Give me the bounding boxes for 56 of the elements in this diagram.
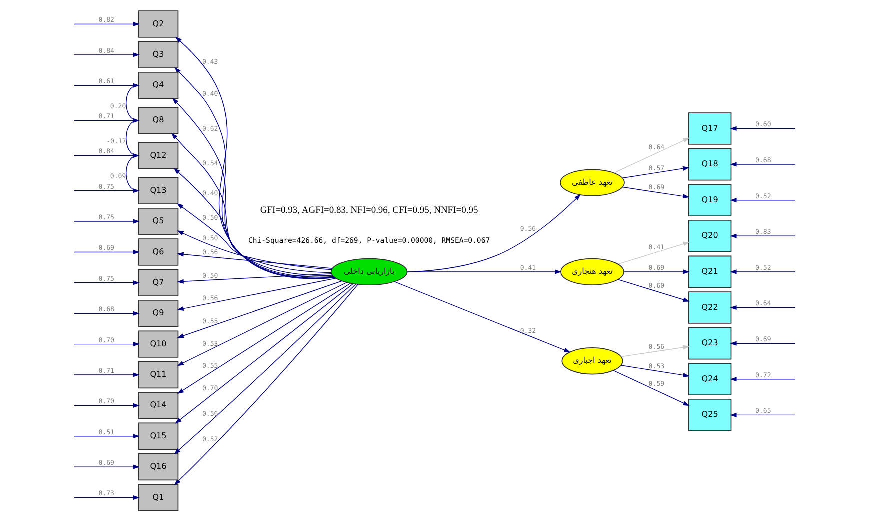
- arrow: [618, 279, 690, 302]
- arrow: [74, 280, 140, 286]
- arrow: [618, 242, 690, 265]
- arrow: [74, 118, 140, 123]
- arrow: [176, 252, 333, 269]
- arrow: [74, 153, 140, 158]
- arrow: [730, 341, 796, 346]
- arrow: [74, 311, 140, 316]
- arrow: [623, 270, 690, 274]
- arrow: [74, 188, 140, 194]
- arrow: [74, 464, 140, 470]
- arrow: [174, 284, 358, 486]
- arrow: [74, 83, 140, 88]
- arrow: [730, 412, 796, 418]
- arrow: [174, 284, 356, 455]
- arrow: [730, 198, 796, 203]
- arrow: [620, 365, 690, 378]
- arrow: [620, 345, 690, 358]
- arrow: [176, 282, 347, 366]
- arrow: [74, 52, 140, 58]
- arrow: [74, 495, 140, 500]
- arrow: [176, 278, 336, 311]
- arrow: [170, 133, 334, 278]
- arrow: [125, 153, 140, 194]
- label: Chi-Square=426.66, df=269, P-value=0.00000, RMSEA=0.067: [248, 236, 490, 246]
- arrow: [176, 230, 332, 270]
- arrow: [730, 126, 796, 132]
- arrow: [176, 280, 342, 338]
- arrow: [74, 219, 140, 224]
- arrow: [74, 403, 140, 408]
- arrow: [176, 274, 332, 284]
- arrow: [622, 166, 690, 179]
- arrow: [613, 138, 690, 174]
- arrow: [730, 305, 796, 310]
- arrow: [125, 83, 140, 123]
- arrow: [730, 377, 796, 382]
- arrow: [622, 186, 690, 199]
- arrow: [406, 194, 580, 273]
- arrow: [174, 284, 354, 424]
- arrow: [74, 22, 140, 27]
- arrow: [125, 118, 140, 158]
- arrow: [730, 162, 796, 167]
- arrow: [176, 283, 350, 394]
- arrow: [74, 250, 140, 255]
- arrow: [406, 270, 562, 274]
- label: GFI=0.93, AGFI=0.83, NFI=0.96, CFI=0.95, NNFI=0.95: [260, 206, 478, 216]
- arrow: [74, 342, 140, 347]
- arrow: [173, 168, 333, 276]
- arrow: [176, 203, 332, 274]
- arrow: [730, 270, 796, 274]
- arrow: [612, 370, 690, 406]
- arrow: [730, 234, 796, 238]
- arrow: [74, 434, 140, 439]
- arrow: [394, 281, 570, 353]
- arrow: [172, 98, 334, 278]
- arrow: [74, 372, 140, 378]
